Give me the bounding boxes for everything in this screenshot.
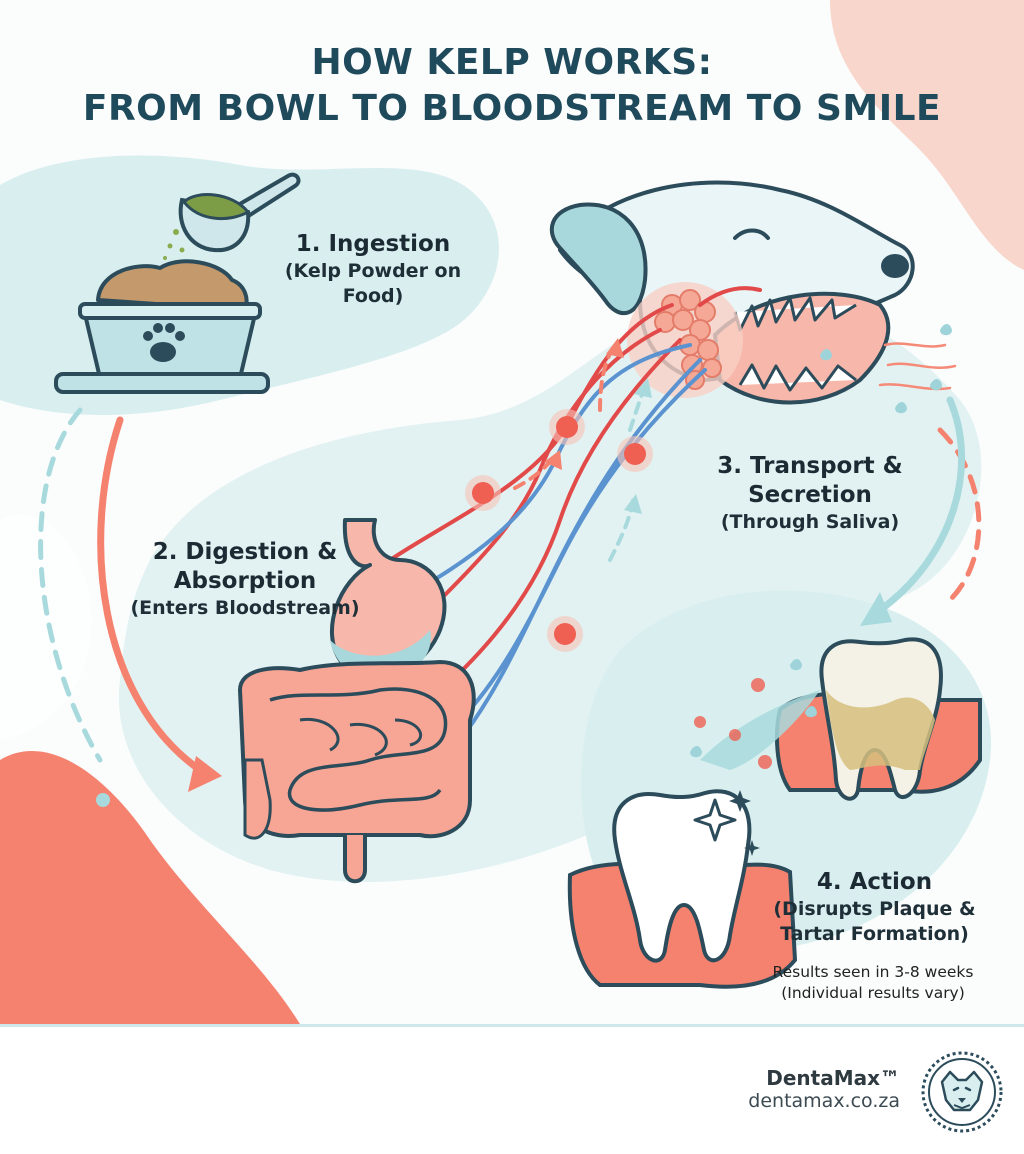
step-ingestion: 1. Ingestion (Kelp Powder on Food): [258, 230, 488, 309]
step-heading: 4. Action: [816, 869, 933, 895]
step-digestion: 2. Digestion & Absorption (Enters Bloods…: [110, 538, 380, 621]
step-subtext: (Kelp Powder on: [284, 260, 462, 282]
step-heading-2: Absorption: [173, 568, 317, 594]
step-action: 4. Action (Disrupts Plaque & Tartar Form…: [752, 868, 997, 947]
red-vessel-3: [428, 338, 682, 702]
nutrient-particles: [465, 409, 653, 652]
coral-bottom-blob: [0, 751, 300, 1024]
paw-print-icon: [143, 323, 185, 362]
results-note-line-1: Results seen in 3-8 weeks: [772, 963, 974, 981]
peach-corner-blob: [830, 0, 1024, 270]
intestines-icon: [238, 660, 476, 884]
brand-name: DentaMax™: [766, 1066, 900, 1090]
arrow-saliva-to-teeth: [876, 396, 965, 614]
step-heading-2: Secretion: [748, 482, 872, 508]
title-line-1: HOW KELP WORKS:: [311, 42, 713, 83]
dashed-path-right: [937, 427, 982, 603]
blue-vessel-3: [458, 368, 707, 722]
clean-tooth-icon: [567, 789, 798, 989]
step-heading: 3. Transport &: [717, 453, 903, 479]
step-transport: 3. Transport & Secretion (Through Saliva…: [705, 452, 915, 535]
arrow-bowl-to-gut: [97, 416, 204, 774]
brand-block: DentaMax™ dentamax.co.za: [748, 1066, 900, 1112]
sparkle-icon: [693, 798, 737, 842]
step-subtext: (Disrupts Plaque &: [773, 898, 976, 920]
dirty-tooth-icon: [775, 637, 982, 801]
step-subtext: (Through Saliva): [720, 511, 900, 533]
food-bowl-icon: [54, 259, 270, 394]
footer-bar: [0, 1024, 1024, 1154]
results-note-line-2: (Individual results vary): [781, 984, 965, 1002]
red-mouth-vessel: [698, 286, 762, 307]
results-note: Results seen in 3-8 weeks (Individual re…: [748, 962, 998, 1004]
step-subtext: (Enters Bloodstream): [130, 597, 360, 619]
dog-logo-icon: [921, 1051, 1003, 1133]
saliva-splash: [690, 659, 820, 770]
light-left-blob: [0, 514, 92, 740]
dashed-path-left: [38, 407, 103, 763]
red-vessel-2: [418, 328, 662, 622]
step-subtext: Food): [342, 285, 404, 307]
step-heading: 2. Digestion &: [152, 539, 338, 565]
brand-url[interactable]: dentamax.co.za: [748, 1090, 900, 1112]
step-subtext: Tartar Formation): [780, 923, 969, 945]
step-heading: 1. Ingestion: [295, 231, 451, 257]
title-line-2: FROM BOWL TO BLOODSTREAM TO SMILE: [82, 88, 942, 129]
page-title: HOW KELP WORKS: FROM BOWL TO BLOODSTREAM…: [0, 40, 1024, 132]
